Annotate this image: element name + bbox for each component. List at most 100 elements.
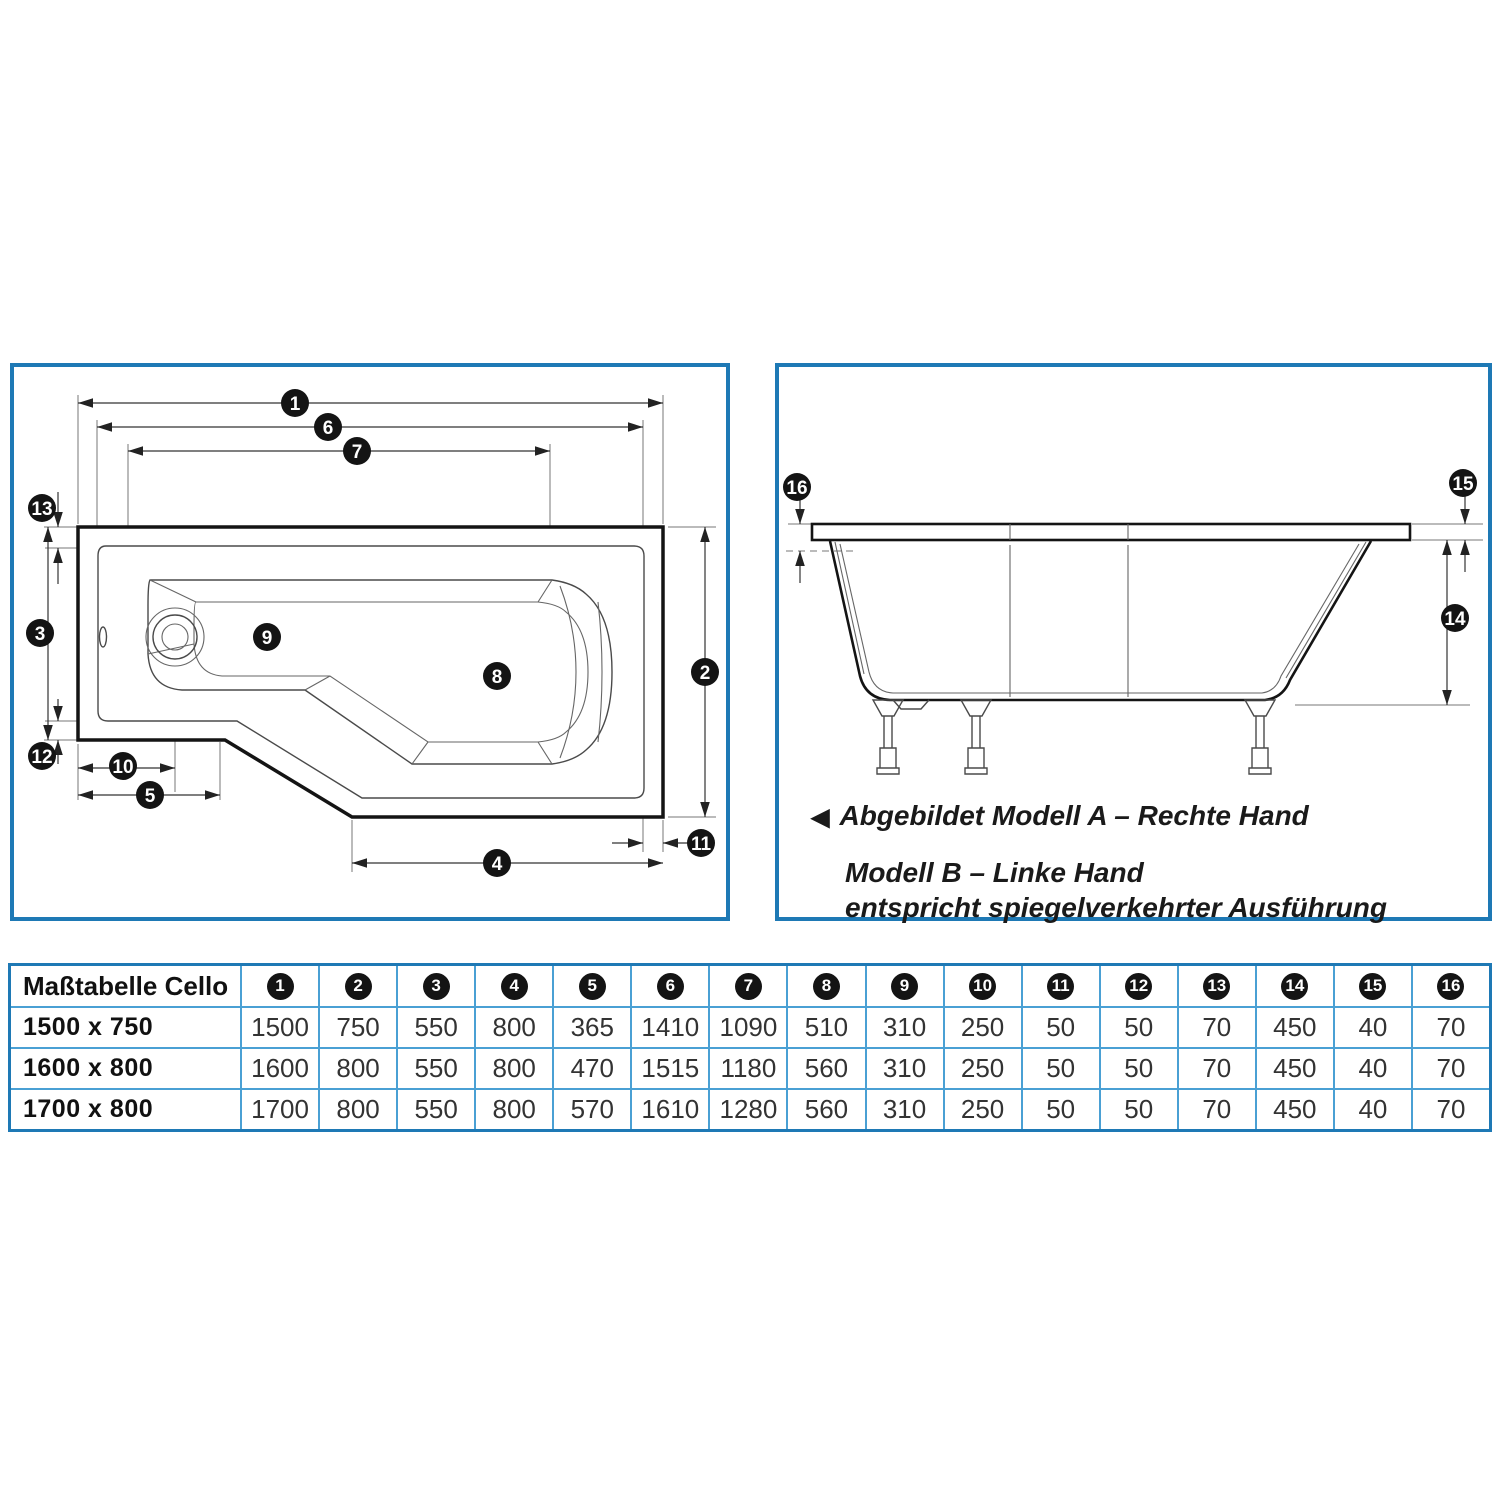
table-cell: 1280 bbox=[708, 1090, 786, 1129]
table-cell: 800 bbox=[318, 1049, 396, 1088]
column-badge: 1 bbox=[266, 972, 294, 1000]
table-cell: 450 bbox=[1254, 1049, 1333, 1088]
svg-text:4: 4 bbox=[492, 854, 503, 875]
table-cell: 800 bbox=[318, 1090, 396, 1129]
column-header: 13 bbox=[1176, 966, 1255, 1006]
column-badge: 4 bbox=[500, 972, 528, 1000]
note-model-b-text: Modell B – Linke Hand bbox=[845, 856, 1144, 888]
svg-text:15: 15 bbox=[1452, 474, 1474, 495]
extension-lines bbox=[786, 523, 1483, 706]
column-header: 3 bbox=[396, 966, 474, 1006]
table-cell: 310 bbox=[864, 1008, 943, 1047]
dim-marker-3: 3 bbox=[26, 619, 54, 647]
svg-text:2: 2 bbox=[700, 663, 711, 684]
row-label: 1600 x 800 bbox=[23, 1054, 154, 1082]
table-cell: 1515 bbox=[630, 1049, 708, 1088]
svg-text:8: 8 bbox=[492, 667, 503, 688]
top-view-panel: 1 6 7 13 3 12 10 5 9 8 2 11 4 bbox=[10, 363, 730, 921]
left-triangle-icon: ◀ bbox=[811, 804, 830, 831]
dim-marker-12: 12 bbox=[28, 742, 56, 770]
svg-text:3: 3 bbox=[35, 624, 46, 645]
note-mirror-text: entspricht spiegelverkehrter Ausführung bbox=[845, 891, 1387, 923]
svg-text:10: 10 bbox=[112, 757, 133, 778]
table-cell: 510 bbox=[786, 1008, 864, 1047]
tub-legs bbox=[871, 699, 1277, 775]
table-cell: 70 bbox=[1176, 1008, 1255, 1047]
column-header: 4 bbox=[474, 966, 552, 1006]
table-cell: 40 bbox=[1332, 1049, 1411, 1088]
column-header: 1 bbox=[240, 966, 318, 1006]
dim-marker-8: 8 bbox=[483, 662, 511, 690]
table-cell: 800 bbox=[474, 1008, 552, 1047]
column-header: 2 bbox=[318, 966, 396, 1006]
table-cell: 365 bbox=[552, 1008, 630, 1047]
svg-text:5: 5 bbox=[145, 786, 156, 807]
table-cell: 70 bbox=[1410, 1049, 1489, 1088]
dim-marker-6: 6 bbox=[314, 413, 342, 441]
dim-marker-15: 15 bbox=[1449, 469, 1477, 497]
dim-marker-10: 10 bbox=[109, 752, 137, 780]
column-header: 8 bbox=[786, 966, 864, 1006]
table-cell: 70 bbox=[1410, 1008, 1489, 1047]
column-badge: 16 bbox=[1437, 972, 1465, 1000]
table-cell: 70 bbox=[1176, 1090, 1255, 1129]
table-cell: 550 bbox=[396, 1008, 474, 1047]
bathtub-side bbox=[810, 522, 1412, 775]
column-badge: 6 bbox=[656, 972, 684, 1000]
column-badge: 10 bbox=[969, 972, 997, 1000]
svg-text:1: 1 bbox=[290, 394, 301, 415]
table-cell: 50 bbox=[1020, 1008, 1099, 1047]
column-header: 5 bbox=[552, 966, 630, 1006]
top-view-drawing: 1 6 7 13 3 12 10 5 9 8 2 11 4 bbox=[26, 389, 719, 877]
side-view-drawing: 16 15 14 bbox=[783, 469, 1483, 775]
note-model-a-text: Abgebildet Modell A – Rechte Hand bbox=[839, 800, 1309, 831]
table-cell: 50 bbox=[1020, 1049, 1099, 1088]
column-header: 15 bbox=[1332, 966, 1411, 1006]
dim-marker-2: 2 bbox=[691, 658, 719, 686]
table-cell: 1500 bbox=[240, 1008, 318, 1047]
column-badge: 15 bbox=[1359, 972, 1387, 1000]
bathtub-plan bbox=[76, 525, 665, 819]
column-badge: 9 bbox=[891, 972, 919, 1000]
dim-marker-7: 7 bbox=[343, 437, 371, 465]
side-view-panel: 16 15 14 ◀ Abgebildet Modell A – Rechte H… bbox=[775, 363, 1492, 923]
svg-text:13: 13 bbox=[31, 499, 52, 520]
column-badge: 3 bbox=[422, 972, 450, 1000]
column-badge: 11 bbox=[1047, 972, 1075, 1000]
column-badge: 13 bbox=[1203, 972, 1231, 1000]
row-label: 1700 x 800 bbox=[23, 1095, 154, 1123]
dim-marker-1: 1 bbox=[281, 389, 309, 417]
table-cell: 50 bbox=[1020, 1090, 1099, 1129]
column-header: 9 bbox=[864, 966, 943, 1006]
column-header: 10 bbox=[942, 966, 1021, 1006]
column-header: 16 bbox=[1410, 966, 1489, 1006]
table-cell: 250 bbox=[942, 1008, 1021, 1047]
column-header: 6 bbox=[630, 966, 708, 1006]
column-header: 14 bbox=[1254, 966, 1333, 1006]
table-cell: 1180 bbox=[708, 1049, 786, 1088]
svg-text:12: 12 bbox=[31, 747, 52, 768]
column-badge: 12 bbox=[1125, 972, 1153, 1000]
table-cell: 800 bbox=[474, 1090, 552, 1129]
table-cell: 800 bbox=[474, 1049, 552, 1088]
table-cell: 560 bbox=[786, 1049, 864, 1088]
row-label: 1500 x 750 bbox=[23, 1013, 154, 1041]
table-cell: 1610 bbox=[630, 1090, 708, 1129]
table-cell: 40 bbox=[1332, 1090, 1411, 1129]
column-badge: 7 bbox=[734, 972, 762, 1000]
table-cell: 310 bbox=[864, 1090, 943, 1129]
table-cell: 550 bbox=[396, 1090, 474, 1129]
table-cell: 70 bbox=[1176, 1049, 1255, 1088]
column-badge: 8 bbox=[812, 972, 840, 1000]
column-badge: 2 bbox=[344, 972, 372, 1000]
table-cell: 50 bbox=[1098, 1049, 1177, 1088]
table-cell: 70 bbox=[1410, 1090, 1489, 1129]
column-header: 11 bbox=[1020, 966, 1099, 1006]
table-cell: 450 bbox=[1254, 1008, 1333, 1047]
table-cell: 1090 bbox=[708, 1008, 786, 1047]
table-cell: 750 bbox=[318, 1008, 396, 1047]
svg-text:11: 11 bbox=[691, 834, 712, 855]
